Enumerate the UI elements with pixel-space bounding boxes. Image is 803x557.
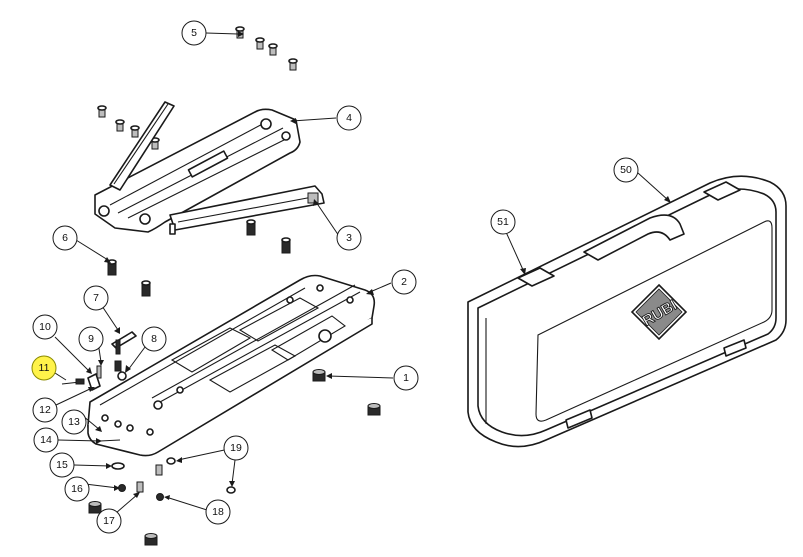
part-6-springs [107,219,291,297]
svg-text:5: 5 [191,27,197,39]
part-1-feet [88,369,381,546]
callout-3: 3 [336,225,362,251]
svg-text:9: 9 [88,333,94,345]
callout-8: 8 [141,326,167,352]
callout-14: 14 [33,427,59,453]
callout-1: 1 [393,365,419,391]
callout-5: 5 [181,20,207,46]
svg-text:17: 17 [103,515,115,527]
svg-text:11: 11 [39,362,50,374]
svg-text:51: 51 [497,216,509,228]
callout-18: 18 [205,499,231,525]
callout-16: 16 [64,476,90,502]
callout-2: 2 [391,269,417,295]
svg-text:12: 12 [39,404,51,416]
callout-4: 4 [336,105,362,131]
callout-9: 9 [78,326,104,352]
svg-text:15: 15 [56,459,68,471]
svg-text:18: 18 [212,506,224,518]
svg-text:3: 3 [346,232,352,244]
callout-11: 11 [31,355,57,381]
svg-text:4: 4 [346,112,352,124]
callout-15: 15 [49,452,75,478]
part-4-left-arm [109,101,175,191]
callout-12: 12 [32,397,58,423]
svg-text:19: 19 [230,442,242,454]
part-2-base-plate [87,274,376,457]
part-4-upper-plate [94,108,301,233]
callout-10: 10 [32,314,58,340]
rubi-logo: RUBI [630,283,688,341]
svg-text:14: 14 [40,434,52,446]
svg-text:10: 10 [39,321,51,333]
part-50-carry-case [467,175,787,448]
svg-text:50: 50 [620,164,632,176]
callouts: 1 2 3 4 5 6 7 8 9 10 11 12 13 14 15 16 1… [31,20,639,534]
callout-13: 13 [61,409,87,435]
callout-17: 17 [96,508,122,534]
svg-text:1: 1 [403,372,409,384]
svg-text:13: 13 [68,416,80,428]
callout-6: 6 [52,225,78,251]
svg-text:16: 16 [71,483,83,495]
part-3-ruler-arm [169,185,325,235]
svg-text:2: 2 [401,276,407,288]
svg-text:7: 7 [93,292,99,304]
svg-text:6: 6 [62,232,68,244]
callout-19: 19 [223,435,249,461]
callout-7: 7 [83,285,109,311]
callout-50: 50 [613,157,639,183]
small-hardware [61,331,236,501]
part-5-fasteners [97,26,298,150]
svg-text:8: 8 [151,333,157,345]
leader-lines [54,31,671,514]
callout-51: 51 [490,209,516,235]
